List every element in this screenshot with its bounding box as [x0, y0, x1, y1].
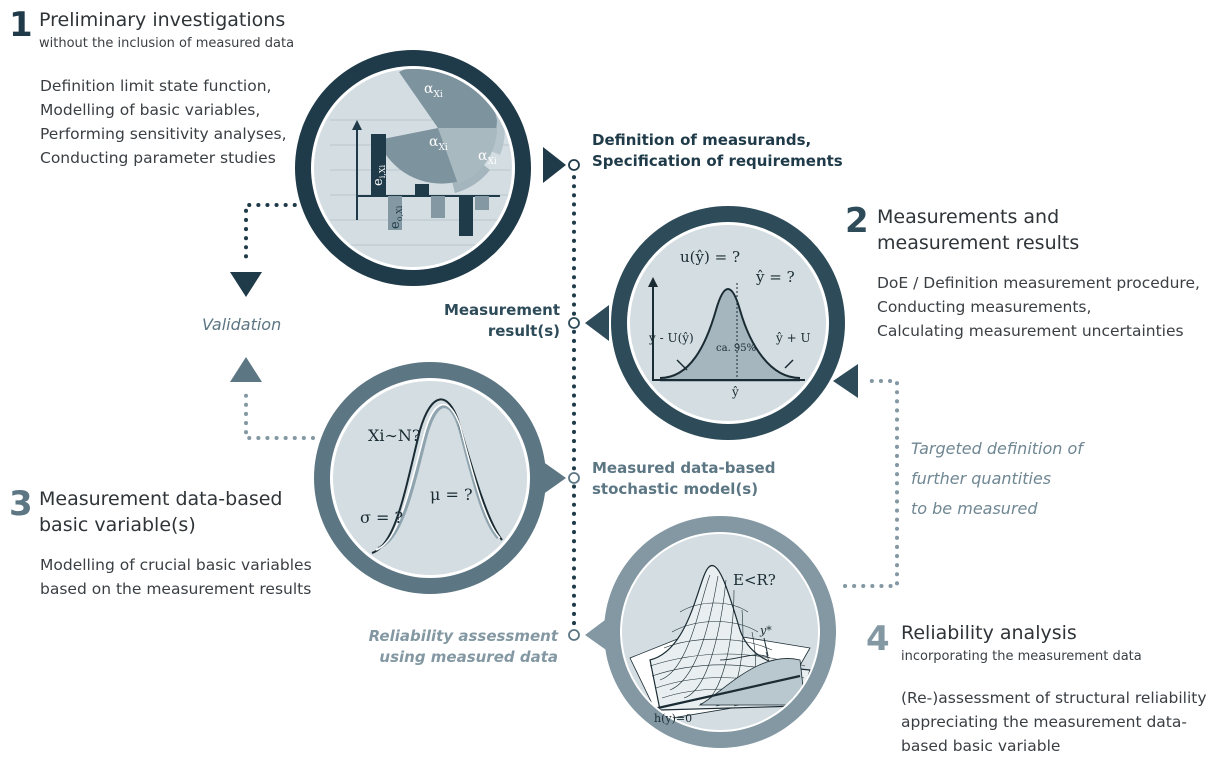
timeline-node-2: [568, 317, 580, 329]
step-description-4: (Re-)assessment of structural reliabilit…: [901, 689, 1207, 755]
step-title-4: Reliability analysis: [901, 622, 1077, 644]
svg-text:αXi: αXi: [429, 134, 448, 153]
label-validation: Validation: [202, 315, 282, 334]
svg-text:μ = ?: μ = ?: [430, 485, 473, 504]
circle-reliability: E<R? y* h(y)=0: [604, 516, 836, 748]
pointer-2: [585, 305, 609, 341]
timeline-node-4: [568, 629, 580, 641]
label-measurands: Definition of measurands, Specification …: [592, 131, 843, 170]
validation-arrow-down: [230, 272, 262, 297]
circle-measurements: u(ŷ) = ? ŷ = ? y - U(ŷ) ŷ + U ca. 95% ŷ: [611, 206, 845, 440]
step-subtitle-4: incorporating the measurement data: [901, 649, 1142, 664]
svg-text:y - U(ŷ): y - U(ŷ): [648, 331, 694, 345]
step-description-2: DoE / Definition measurement procedure, …: [877, 274, 1200, 340]
svg-text:ca. 95%: ca. 95%: [716, 343, 756, 354]
svg-text:σ = ?: σ = ?: [360, 508, 403, 527]
svg-text:y*: y*: [759, 624, 772, 637]
timeline-node-3: [568, 472, 580, 484]
feedback-connector: [843, 379, 899, 588]
validation-arrow-up: [230, 357, 262, 382]
svg-text:E<R?: E<R?: [733, 571, 776, 589]
validation-connector-top: [244, 203, 315, 267]
label-measurement-results: Measurement result(s): [443, 301, 560, 340]
label-reliability-assessment: Reliability assessment using measured da…: [368, 627, 558, 666]
step-description-1: Definition limit state function, Modelli…: [40, 77, 287, 167]
step-number-4: 4: [866, 619, 890, 659]
pointer-3: [542, 461, 566, 495]
svg-text:ei,Xi: ei,Xi: [371, 165, 387, 187]
timeline-node-1: [568, 159, 580, 171]
step-number-1: 1: [9, 5, 33, 45]
svg-text:h(y)=0: h(y)=0: [654, 712, 692, 725]
label-stochastic-models: Measured data-based stochastic model(s): [592, 459, 776, 498]
validation-connector-bottom: [244, 388, 315, 440]
svg-text:ŷ = ?: ŷ = ?: [755, 268, 795, 286]
step-title-1: Preliminary investigations: [39, 9, 286, 31]
step-number-3: 3: [9, 484, 33, 524]
svg-text:ŷ + U: ŷ + U: [775, 331, 811, 345]
svg-text:u(ŷ) = ?: u(ŷ) = ?: [680, 248, 740, 266]
step-title-2: Measurements and measurement results: [877, 206, 1080, 254]
step-subtitle-1: without the inclusion of measured data: [39, 36, 295, 51]
pointer-4: [585, 617, 609, 652]
circle-preliminary: αXi αXi αXi ei,Xi eo,Xi: [295, 50, 531, 286]
step-number-2: 2: [845, 201, 869, 241]
label-targeted-definition: Targeted definition of further quantitie…: [911, 439, 1083, 518]
step-description-3: Modelling of crucial basic variables bas…: [40, 556, 312, 598]
svg-text:Xi∼N?: Xi∼N?: [368, 426, 421, 445]
svg-text:αXi: αXi: [424, 81, 443, 100]
pointer-1: [543, 147, 566, 183]
svg-text:αXi: αXi: [478, 148, 497, 167]
pointer-feedback: [833, 364, 858, 398]
svg-text:eo,Xi: eo,Xi: [388, 205, 404, 229]
svg-text:ŷ: ŷ: [731, 385, 739, 399]
circle-basic-variables: Xi∼N? μ = ? σ = ?: [314, 362, 546, 594]
step-title-3: Measurement data-based basic variable(s): [39, 488, 283, 536]
